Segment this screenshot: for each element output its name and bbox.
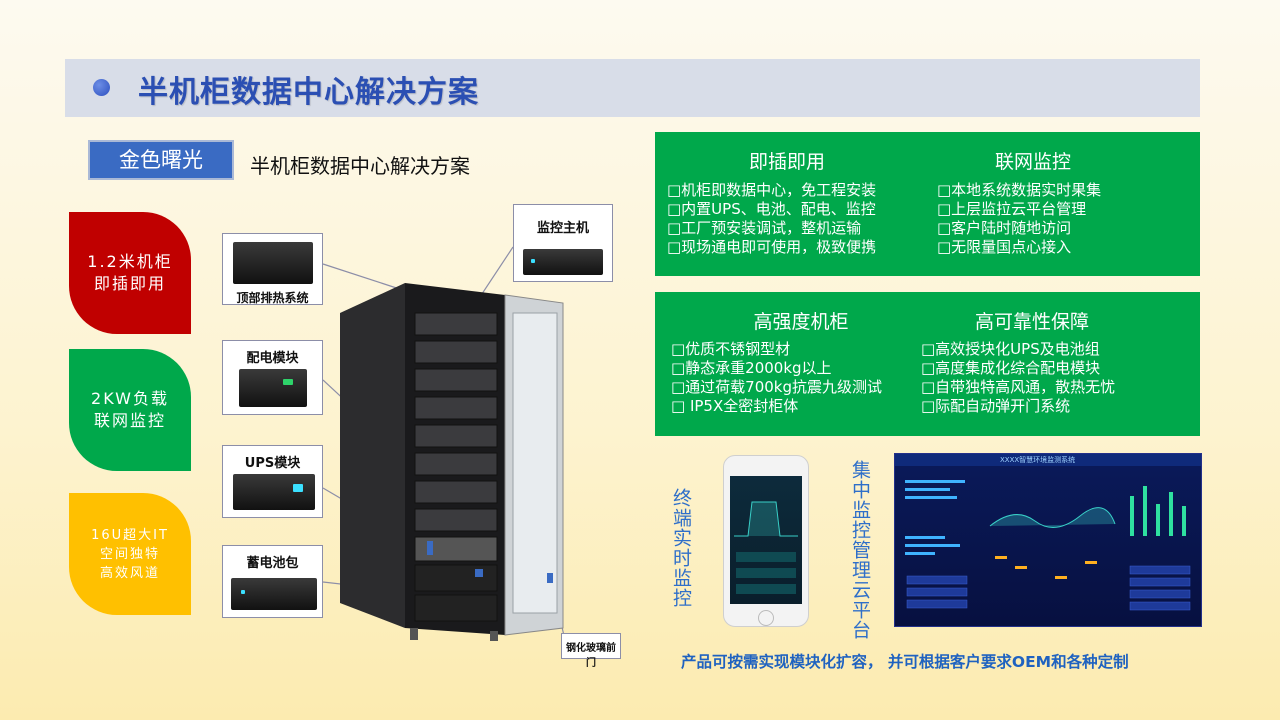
badge-line: 16U超大IT [91, 527, 169, 543]
list-item: □通过荷载700kg抗震九级测试 [671, 378, 883, 396]
ups-image [233, 474, 315, 510]
badge-line: 2KW负载 [91, 389, 169, 408]
subtitle: 半机柜数据中心解决方案 [250, 154, 470, 178]
battery-box: 蓄电池包 [222, 545, 323, 618]
platform-caption: 集中监控管理云平台 [849, 460, 871, 640]
panel-heading: 即插即用 [748, 151, 825, 173]
cooling-unit-image [233, 242, 313, 284]
phone-screen [730, 476, 802, 604]
badge-line: 空间独特 [99, 546, 160, 562]
panel-heading: 高可靠性保障 [974, 311, 1089, 333]
ups-box: UPS模块 [222, 445, 323, 518]
phone-chart [734, 501, 798, 594]
monitor-host-box: 监控主机 [513, 204, 613, 282]
dashboard-mockup: XXXX智慧环境监测系统 [894, 453, 1202, 627]
footer-note: 产品可按需实现模块化扩容， 并可根据客户要求OEM和各种定制 [681, 653, 1129, 671]
list-item: □工厂预安装调试，整机运输 [667, 219, 862, 237]
page-title: 半机柜数据中心解决方案 [138, 75, 479, 110]
list-item: □本地系统数据实时果集 [937, 181, 1102, 199]
pdu-image [239, 369, 307, 407]
cooling-system-label: 顶部排热系统 [236, 291, 309, 305]
badge-it-space: 16U超大IT 空间独特 高效风道 [69, 493, 191, 615]
battery-label: 蓄电池包 [246, 556, 299, 571]
feature-list: □机柜即数据中心，免工程安装 □内置UPS、电池、配电、监控 □工厂预安装调试，… [667, 181, 876, 257]
dashboard-title: XXXX智慧环境监测系统 [1000, 456, 1076, 464]
monitor-host-label: 监控主机 [536, 221, 589, 236]
feature-list: □优质不锈钢型材 □静态承重2000kg以上 □通过荷载700kg抗震九级测试 … [671, 340, 882, 416]
list-item: □高度集成化综合配电模块 [921, 359, 1101, 377]
list-item: □高效授块化UPS及电池组 [921, 340, 1100, 358]
list-item: □优质不锈钢型材 [671, 340, 791, 358]
list-item: □机柜即数据中心，免工程安装 [667, 181, 877, 199]
battery-image [231, 578, 317, 610]
badge-plug-and-play: 1.2米机柜 即插即用 [69, 212, 191, 334]
cooling-system-box: 顶部排热系统 [222, 233, 323, 305]
monitor-host-image [523, 249, 603, 275]
feature-list: □高效授块化UPS及电池组 □高度集成化综合配电模块 □自带独特高风通，散热无忧… [921, 340, 1115, 416]
title-bar: 半机柜数据中心解决方案 [65, 59, 1200, 117]
cabinet-illustration [335, 283, 575, 643]
badge-line: 即插即用 [93, 274, 166, 293]
dashboard-topbar: XXXX智慧环境监测系统 [895, 454, 1201, 466]
list-item: □内置UPS、电池、配电、监控 [667, 200, 876, 218]
list-item: □静态承重2000kg以上 [671, 359, 832, 377]
pdu-label: 配电模块 [246, 351, 299, 366]
glass-door-box: 钢化玻璃前门 [561, 633, 621, 669]
list-item: □现场通电即可使用，极致便携 [667, 238, 877, 256]
ups-label: UPS模块 [244, 456, 301, 471]
badge-line: 联网监控 [93, 411, 166, 430]
cabinet-graphic [340, 283, 564, 641]
panel-heading: 联网监控 [994, 151, 1071, 173]
list-item: □客户陆时随地访问 [937, 219, 1072, 237]
bullet-icon [93, 79, 110, 96]
badge-line: 高效风道 [99, 565, 160, 581]
dashboard-graphics [905, 480, 1191, 611]
mobile-caption: 终端实时监控 [670, 488, 692, 608]
brand-label: 金色曙光 [88, 140, 234, 180]
badge-line: 1.2米机柜 [87, 252, 173, 271]
feature-panel-1: 即插即用 联网监控 □机柜即数据中心，免工程安装 □内置UPS、电池、配电、监控… [655, 132, 1200, 276]
phone-mockup [723, 455, 809, 627]
panel-heading: 高强度机柜 [753, 311, 849, 333]
pdu-box: 配电模块 [222, 340, 323, 415]
list-item: □ IP5X全密封柜体 [671, 397, 799, 415]
list-item: □自带独特高风通，散热无忧 [921, 378, 1116, 396]
glass-door-label: 钢化玻璃前门 [566, 643, 616, 669]
list-item: □际配自动弹开门系统 [921, 397, 1071, 415]
feature-list: □本地系统数据实时果集 □上层监拉云平台管理 □客户陆时随地访问 □无限量国点心… [937, 181, 1101, 257]
phone-home-button [758, 610, 774, 626]
badge-network-monitor: 2KW负载 联网监控 [69, 349, 191, 471]
list-item: □上层监拉云平台管理 [937, 200, 1087, 218]
list-item: □无限量国点心接入 [937, 238, 1072, 256]
feature-panel-2: 高强度机柜 高可靠性保障 □优质不锈钢型材 □静态承重2000kg以上 □通过荷… [655, 292, 1200, 436]
